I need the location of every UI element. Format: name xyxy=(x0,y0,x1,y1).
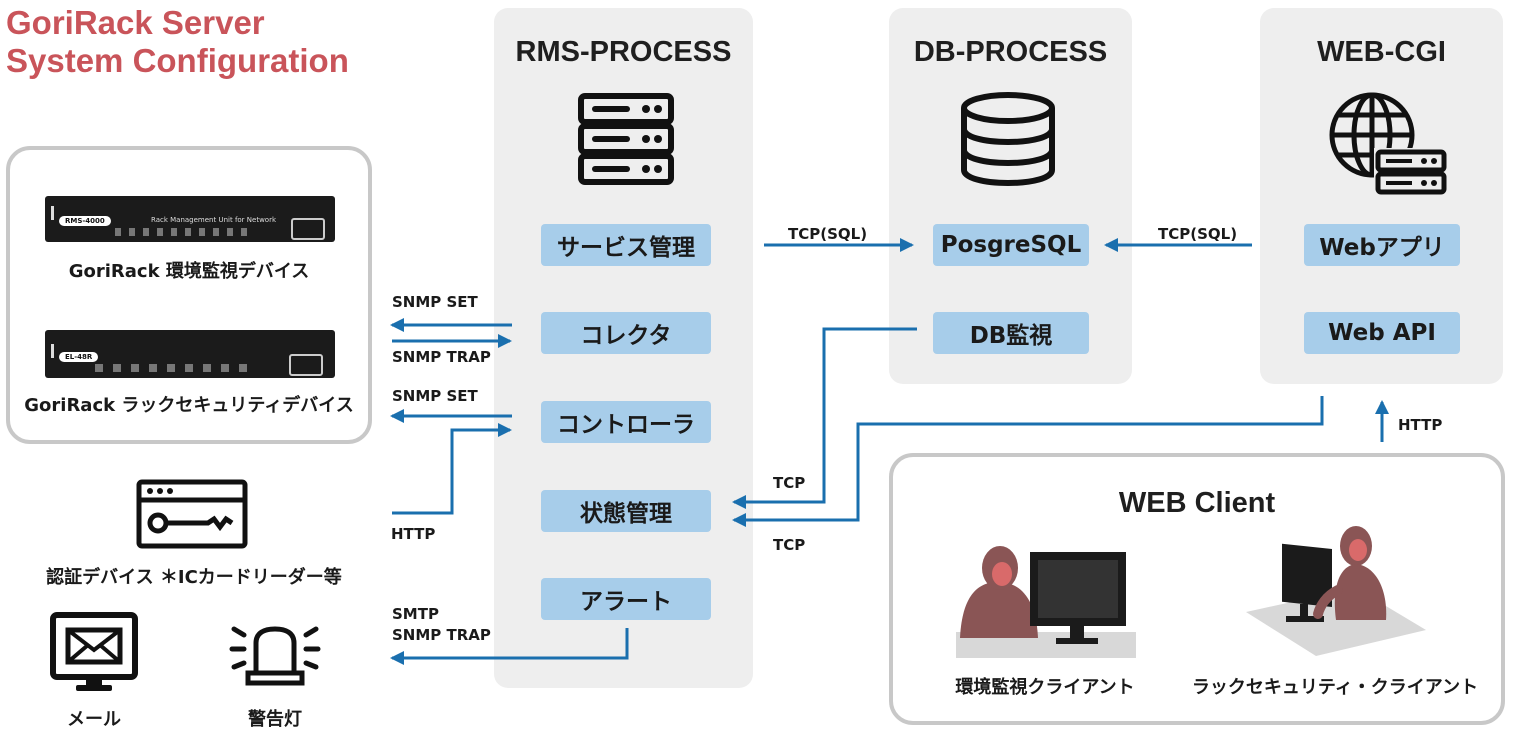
tcp-db-monitor-arrow xyxy=(732,327,917,509)
smtp-label: SMTP xyxy=(392,605,439,623)
snmp-set-label-1: SNMP SET xyxy=(392,293,478,311)
web-client-title: WEB Client xyxy=(1118,487,1276,519)
tcp-sql-label-right: TCP(SQL) xyxy=(1158,225,1238,243)
rack-security-device-image: EL-48R xyxy=(45,330,335,378)
tcp-sql-label-left: TCP(SQL) xyxy=(788,225,868,243)
web-cgi-title: WEB-CGI xyxy=(1317,36,1446,68)
warning-lamp-icon xyxy=(229,626,321,686)
warning-lamp-label: 警告灯 xyxy=(248,709,302,730)
device-group-box xyxy=(6,146,372,444)
snmp-set-label-2: SNMP SET xyxy=(392,387,478,405)
posgresql-module[interactable]: PosgreSQL xyxy=(933,224,1089,266)
tcp-label-bottom: TCP xyxy=(773,536,806,554)
rms-process-title: RMS-PROCESS xyxy=(515,36,732,68)
tcp-web-arrow xyxy=(732,396,1324,527)
db-process-title: DB-PROCESS xyxy=(913,36,1108,68)
diagram-title: GoriRack Server System Configuration xyxy=(6,4,349,80)
status-management-module[interactable]: 状態管理 xyxy=(541,490,711,532)
rack-client-label: ラックセキュリティ・クライアント xyxy=(1191,677,1479,698)
snmp-trap-label: SNMP TRAP xyxy=(392,348,491,366)
snmp-trap-alert-label: SNMP TRAP xyxy=(392,626,491,644)
http-auth-label: HTTP xyxy=(391,525,436,543)
controller-module[interactable]: コントローラ xyxy=(541,401,711,443)
http-client-label: HTTP xyxy=(1398,416,1443,434)
server-icon xyxy=(578,93,674,185)
device-model-badge: RMS-4000 xyxy=(59,216,111,226)
database-icon xyxy=(961,92,1055,187)
web-api-module[interactable]: Web API xyxy=(1304,312,1460,354)
rack-device-model-badge: EL-48R xyxy=(59,352,99,362)
title-line-1: GoriRack Server xyxy=(6,4,265,41)
rack-client-illustration xyxy=(1246,526,1426,656)
service-management-module[interactable]: サービス管理 xyxy=(541,224,711,266)
device-panel-caption: Rack Management Unit for Network xyxy=(151,216,277,224)
alert-output-arrow xyxy=(390,628,629,665)
web-app-module[interactable]: Webアプリ xyxy=(1304,224,1460,266)
env-client-label: 環境監視クライアント xyxy=(955,677,1135,698)
env-monitor-device-image: RMS-4000 Rack Management Unit for Networ… xyxy=(45,196,335,242)
env-monitor-device-label: GoriRack 環境監視デバイス xyxy=(68,261,310,282)
key-card-reader-icon xyxy=(136,479,248,549)
http-auth-arrow xyxy=(392,423,512,515)
auth-device-label: 認証デバイス ＊ICカードリーダー等 xyxy=(46,567,342,588)
env-client-illustration xyxy=(956,546,1136,658)
tcp-label-top: TCP xyxy=(773,474,806,492)
rack-security-device-label: GoriRack ラックセキュリティデバイス xyxy=(24,395,354,416)
mail-label: メール xyxy=(67,709,121,730)
alert-module[interactable]: アラート xyxy=(541,578,711,620)
mail-monitor-icon xyxy=(50,612,138,691)
collector-module[interactable]: コレクタ xyxy=(541,312,711,354)
title-line-2: System Configuration xyxy=(6,42,349,79)
globe-server-icon xyxy=(1329,92,1447,195)
db-monitor-module[interactable]: DB監視 xyxy=(933,312,1089,354)
